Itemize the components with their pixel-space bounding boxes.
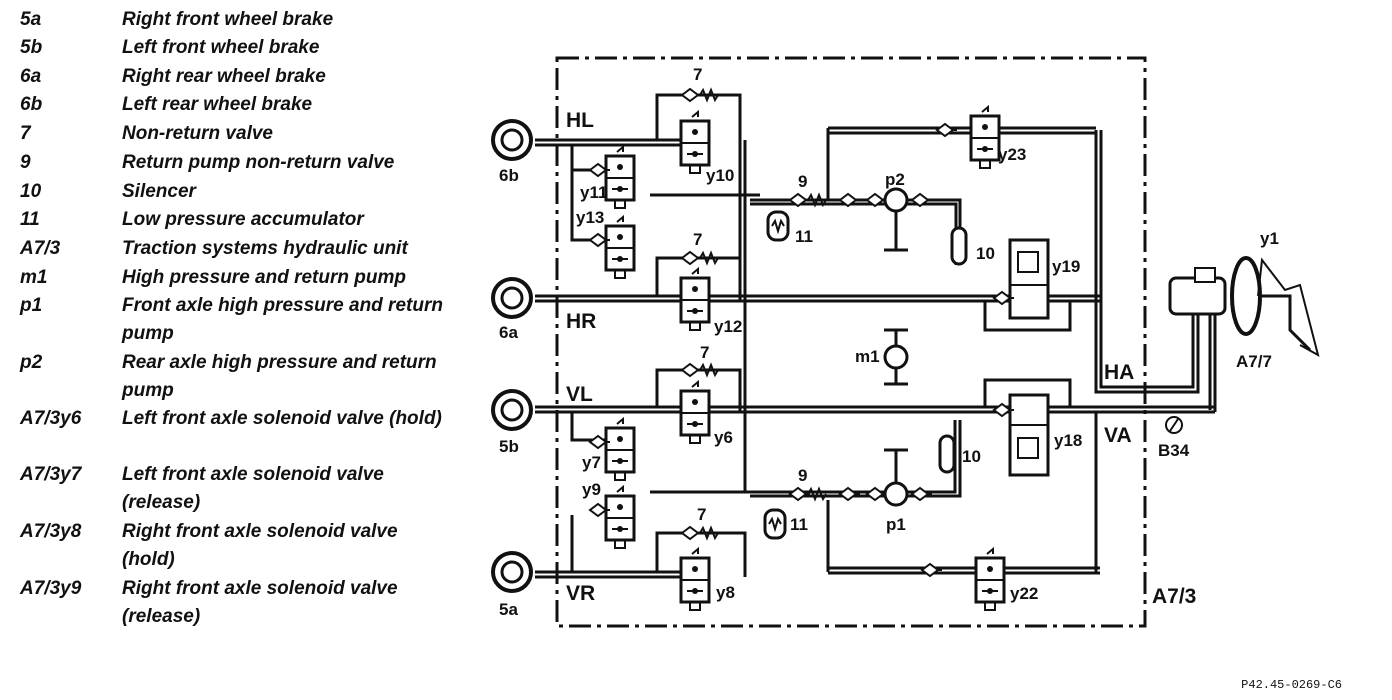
valve-y8 [679,547,711,612]
valve-label: y9 [582,480,601,499]
component-label: 7 [700,343,709,362]
valve-y10 [679,110,711,175]
pump-p2 [883,187,909,213]
circuit-label: HA [1104,361,1134,384]
valve-y18 [1008,393,1050,477]
circuit-label: HR [566,310,596,333]
non-return-valve [681,251,703,265]
brake-booster [1168,256,1320,358]
component-label: m1 [855,347,880,366]
circuit-label: VR [566,582,595,605]
non-return-valve [681,526,703,540]
pump-p1 [883,481,909,507]
valve-y12 [679,267,711,332]
valve-y13 [604,215,636,280]
valve-label: y8 [716,583,735,602]
check-valve [839,487,861,501]
component-label: B34 [1158,441,1190,460]
valve-y22 [974,547,1006,612]
valve-y11 [604,145,636,210]
component-label: A7/3 [1152,585,1196,608]
component-label: 7 [693,65,702,84]
component-label: 9 [798,466,807,485]
valve-y23 [969,105,1001,170]
wheel-label: 5a [499,600,518,619]
component-label: 7 [693,230,702,249]
circuit-label: HL [566,109,594,132]
return-pump-non-return-valve [789,487,811,501]
component-label: 9 [798,172,807,191]
valve-label: y19 [1052,257,1080,276]
wheel-label: 5b [499,437,519,456]
circuit-label: VA [1104,424,1132,447]
valve-y7 [604,417,636,482]
valve-y9 [604,485,636,550]
unit-boundary [555,56,1147,628]
non-return-valve [681,363,703,377]
wheel-brake-5a [491,551,533,593]
valve-y6 [679,380,711,445]
check-valve [911,487,933,501]
reference-number: P42.45-0269-C6 [1241,678,1342,692]
component-label: 11 [790,515,808,534]
valve-label: y10 [706,166,734,185]
valve-label: y13 [576,208,604,227]
low-pressure-accumulator [766,210,790,242]
non-return-valve [681,88,703,102]
valve-label: y18 [1054,431,1082,450]
valve-label: y23 [998,145,1026,164]
wheel-brake-6a [491,277,533,319]
component-label: 11 [795,227,813,246]
component-label: p1 [886,515,906,534]
component-label: 10 [976,244,995,263]
wheel-brake-6b [491,119,533,161]
valve-y19 [1008,238,1050,320]
low-pressure-accumulator [763,508,787,540]
component-label: 10 [962,447,981,466]
circuit-label: VL [566,383,593,406]
component-label: 7 [697,505,706,524]
brake-lines [535,93,1217,579]
valve-label: y11 [580,183,607,202]
component-label: y1 [1260,229,1279,248]
wheel-label: 6a [499,323,518,342]
pressure-sensor [1165,416,1183,434]
valve-label: y7 [582,453,601,472]
wheel-label: 6b [499,166,519,185]
valve-label: y12 [714,317,742,336]
pump-motor-m1 [883,344,909,370]
wheel-brake-5b [491,389,533,431]
component-label: p2 [885,170,905,189]
silencer [938,434,956,474]
valve-label: y6 [714,428,733,447]
component-label: A7/7 [1236,352,1272,371]
silencer [950,226,968,266]
valve-label: y22 [1010,584,1038,603]
